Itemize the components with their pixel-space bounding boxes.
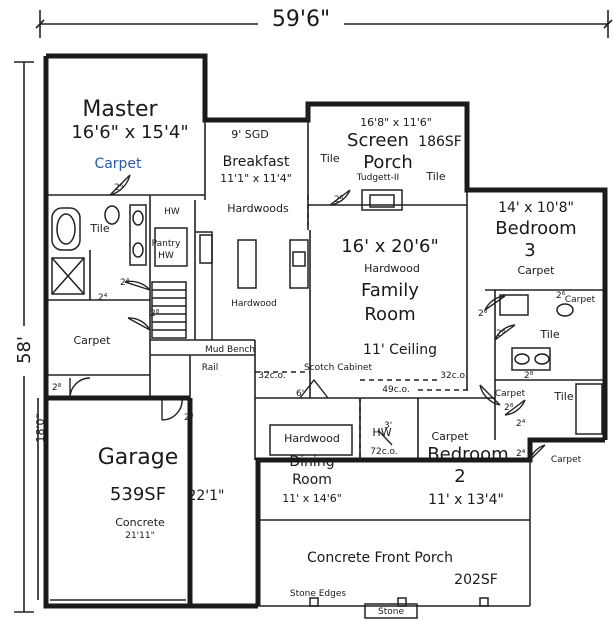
room-screen-porch: 16'8" x 11'6" Screen 186SF Porch Tile Tu… [319, 116, 461, 183]
dining-floor: Hardwood [284, 432, 340, 445]
family-ceiling: 11' Ceiling [363, 342, 437, 358]
foyer-opening-label: 72c.o. [370, 447, 397, 457]
screen-porch-name2: Porch [363, 152, 413, 173]
screen-porch-name: Screen [347, 130, 409, 151]
master-bath-tile-label: Tile [89, 222, 109, 235]
door-size-d4: 2⁸ [52, 383, 62, 393]
door-size-d14: 2⁴ [516, 449, 526, 459]
garage-name: Garage [98, 445, 179, 470]
master-name: Master [82, 97, 158, 122]
door-size-d15: 2⁸ [184, 413, 194, 423]
front-porch: Concrete Front Porch 202SF [307, 550, 498, 588]
door-size-d8: 2⁸ [504, 403, 514, 413]
stone-edges-label: Stone Edges [290, 589, 346, 599]
overall-depth-dimension: 58' [10, 61, 38, 613]
opening-49: 49c.o. [382, 385, 409, 395]
door-size-d12: 6' [296, 389, 304, 399]
family-size: 16' x 20'6" [341, 236, 439, 257]
overall-depth-label: 58' [14, 336, 35, 364]
mud-bench-label: Mud Bench [205, 345, 255, 355]
door-size-d1: 2⁶ [114, 183, 124, 193]
screen-porch-area: 186SF [418, 134, 462, 150]
dining-name: Dining [289, 454, 334, 470]
dining-size: 11' x 14'6" [282, 492, 342, 505]
carpet-x-label: Carpet [565, 295, 596, 305]
stairs [151, 281, 187, 339]
tile-x-label: Tile [553, 390, 573, 403]
room-garage: Garage 539SF 22'1" Concrete 21'11" [98, 445, 225, 541]
front-porch-area: 202SF [454, 572, 498, 588]
door-size-d5: 2⁸ [150, 309, 160, 319]
bedroom3-size: 14' x 10'8" [498, 200, 574, 216]
hw-foyer-label: HW [372, 426, 391, 439]
master-size: 16'6" x 15'4" [71, 122, 188, 143]
master-floor: Carpet [94, 156, 142, 172]
room-master: Master 16'6" x 15'4" Carpet [71, 97, 188, 172]
garage-depth-inner: 21'11" [125, 531, 155, 541]
family-name: Family [361, 280, 419, 301]
rail-label: Rail [202, 363, 219, 373]
room-bedroom3: 14' x 10'8" Bedroom 3 Carpet [495, 200, 576, 277]
bath-tile-label: Tile [539, 328, 559, 341]
overall-width-dimension: 59'6" [35, 6, 613, 38]
overall-width-label: 59'6" [272, 7, 330, 32]
garage-floor: Concrete [115, 516, 165, 529]
bedroom3-name: Bedroom [495, 218, 576, 239]
breakfast-floor: Hardwoods [227, 202, 289, 215]
screen-porch-detail: Tudgett-II [356, 173, 399, 183]
room-bedroom2: Carpet Bedroom 2 11' x 13'4" [427, 430, 508, 508]
door-size-d7: 2⁸ [496, 329, 506, 339]
door-size-d11: 2⁶ [556, 291, 566, 301]
bed2-closet-carpet-label: Carpet [551, 455, 582, 465]
door-size-d9: 2⁶ [478, 309, 488, 319]
screen-porch-tile-left: Tile [319, 152, 339, 165]
breakfast-size: 11'1" x 11'4" [220, 172, 292, 185]
garage-area: 539SF [110, 484, 166, 505]
opening-32-left: 32c.o. [258, 371, 285, 381]
breakfast-ceiling: 9' SGD [231, 128, 269, 141]
pantry-hw-label: HW [158, 251, 174, 261]
bedroom2-floor: Carpet [431, 430, 469, 443]
dining-name2: Room [292, 472, 332, 488]
room-breakfast: 9' SGD Breakfast 11'1" x 11'4" Hardwoods [220, 128, 292, 215]
door-size-d13: 3' [384, 421, 392, 431]
bedroom2-size: 11' x 13'4" [428, 492, 504, 508]
front-porch-name: Concrete Front Porch [307, 550, 453, 566]
door-size-d6: 2⁸ [334, 195, 344, 205]
hall-carpet-label: Carpet [495, 389, 526, 399]
breakfast-name: Breakfast [223, 154, 290, 170]
fixtures [50, 189, 603, 619]
stone-label: Stone [378, 607, 404, 617]
door-swings [69, 174, 546, 461]
scotch-cabinet-label: Scotch Cabinet [304, 363, 372, 373]
door-size-d3: 2⁴ [98, 293, 108, 303]
family-floor: Hardwood [364, 262, 420, 275]
misc-labels: Tile Carpet HW Pantry HW Hardwood Mud Be… [73, 207, 595, 617]
screen-porch-tile-right: Tile [425, 170, 445, 183]
garage-width: 22'1" [187, 488, 224, 504]
family-name2: Room [364, 304, 415, 325]
hw-hall-label: HW [164, 207, 180, 217]
bedroom3-floor: Carpet [517, 264, 555, 277]
door-size-labels: 2⁶ 2⁴ 2⁴ 2⁸ 2⁸ 2⁸ 2⁸ 2⁸ 2⁶ 2⁸ 2⁶ 6' 3' 2… [52, 183, 566, 459]
bedroom2-name: Bedroom [427, 444, 508, 465]
door-size-d2: 2⁴ [120, 278, 130, 288]
screen-porch-size: 16'8" x 11'6" [360, 116, 432, 129]
door-size-d10: 2⁸ [524, 371, 534, 381]
bedroom3-number: 3 [524, 240, 535, 261]
room-family: 16' x 20'6" Hardwood Family Room 11' Cei… [341, 236, 439, 358]
door-size-d16: 2⁴ [516, 419, 526, 429]
kitchen-floor-label: Hardwood [231, 299, 277, 309]
master-closet-label: Carpet [73, 334, 111, 347]
bedroom2-number: 2 [454, 466, 465, 487]
cased-openings [255, 195, 470, 460]
opening-32-right: 32c.o. [440, 371, 467, 381]
pantry-label: Pantry [152, 239, 181, 249]
room-dining: Hardwood Dining Room 11' x 14'6" [282, 432, 342, 505]
